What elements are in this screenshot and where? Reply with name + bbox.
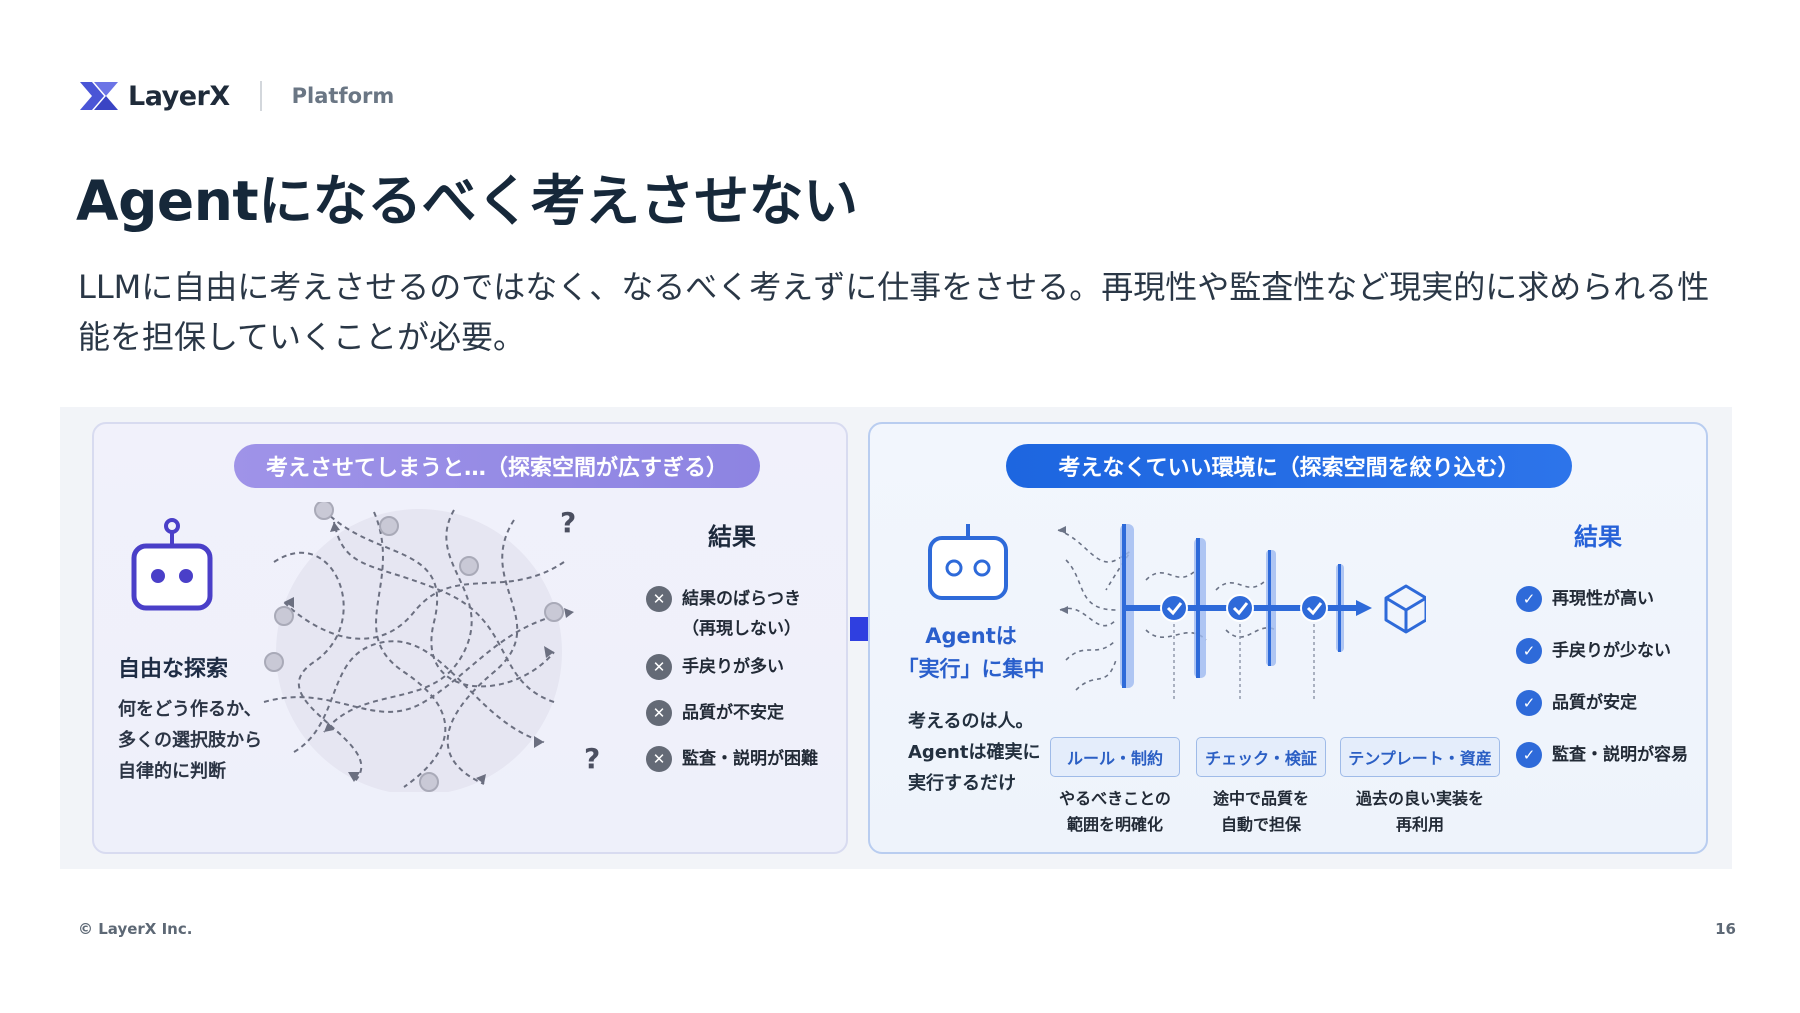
stage-check-desc: 途中で品質を 自動で担保 [1212,789,1309,834]
free-exploration-pill: 考えさせてしまうと…（探索空間が広すぎる） [234,444,760,488]
stage-templates-desc: 過去の良い実装を 再利用 [1355,789,1484,834]
question-mark: ? [560,506,577,539]
slide-header: LayerX Platform [78,76,394,116]
narrowed-environment-pill: 考えなくていい環境に（探索空間を絞り込む） [1006,444,1572,488]
list-item: ✓ 手戻りが少ない [1516,636,1688,666]
agent-focus-label: Agentは 「実行」に集中 [897,624,1045,681]
x-circle-icon: ✕ [646,654,672,680]
list-item: ✕ 監査・説明が困難 [646,744,818,774]
slide-lead: LLMに自由に考えさせるのではなく、なるべく考えずに仕事をさせる。再現性や監査性… [78,268,1710,356]
left-result-list: ✕ 結果のばらつき （再現しない） ✕ 手戻りが多い ✕ 品質が不安定 ✕ 監査… [646,584,818,774]
list-item: ✕ 結果のばらつき （再現しない） [646,584,818,644]
right-result-list: ✓ 再現性が高い ✓ 手戻りが少ない ✓ 品質が安定 ✓ 監査・説明が容易 [1516,584,1688,770]
left-result-heading: 結果 [708,523,756,551]
free-exploration-desc: 何をどう作るか、 多くの選択肢から 自律的に判断 [118,699,262,782]
check-circle-icon: ✓ [1516,638,1542,664]
x-circle-icon: ✕ [646,746,672,772]
x-circle-icon: ✕ [646,700,672,726]
page-number: 16 [1715,920,1736,938]
free-exploration-label: 自由な探索 [118,657,229,682]
copyright: © LayerX Inc. [78,920,193,938]
question-mark: ? [584,742,601,775]
agent-desc: 考えるのは人。 Agentは確実に 実行するだけ [908,711,1041,794]
comparison-figure: 考えさせてしまうと…（探索空間が広すぎる） 自由な探索 何をどう作るか、 多くの… [60,407,1732,869]
list-item: ✓ 監査・説明が容易 [1516,740,1688,770]
filter-funnel-illustration [1057,524,1426,700]
robot-icon [928,524,1008,600]
list-item: ✓ 再現性が高い [1516,584,1688,614]
stage-check-verify: チェック・検証 [1196,737,1326,777]
free-exploration-panel: 考えさせてしまうと…（探索空間が広すぎる） 自由な探索 何をどう作るか、 多くの… [92,422,848,854]
logo-text: LayerX [128,80,230,112]
list-item: ✕ 手戻りが多い [646,652,818,682]
layerx-logo-icon [80,82,118,110]
narrowed-environment-panel: 考えなくていい環境に（探索空間を絞り込む） Agentは 「実行」に集中 考える… [868,422,1708,854]
x-circle-icon: ✕ [646,586,672,612]
stage-rules-desc: やるべきことの 範囲を明確化 [1059,789,1171,834]
robot-icon [131,518,213,611]
header-divider [259,81,262,111]
chaotic-paths-illustration [263,502,575,792]
check-circle-icon: ✓ [1516,690,1542,716]
check-circle-icon: ✓ [1516,586,1542,612]
list-item: ✕ 品質が不安定 [646,698,818,728]
stage-templates-assets: テンプレート・資産 [1340,737,1500,777]
list-item: ✓ 品質が安定 [1516,688,1688,718]
slide-title: Agentになるべく考えさせない [76,169,858,233]
stage-rules-constraints: ルール・制約 [1050,737,1180,777]
section-label: Platform [291,84,395,108]
check-circle-icon: ✓ [1516,742,1542,768]
right-result-heading: 結果 [1574,523,1622,551]
